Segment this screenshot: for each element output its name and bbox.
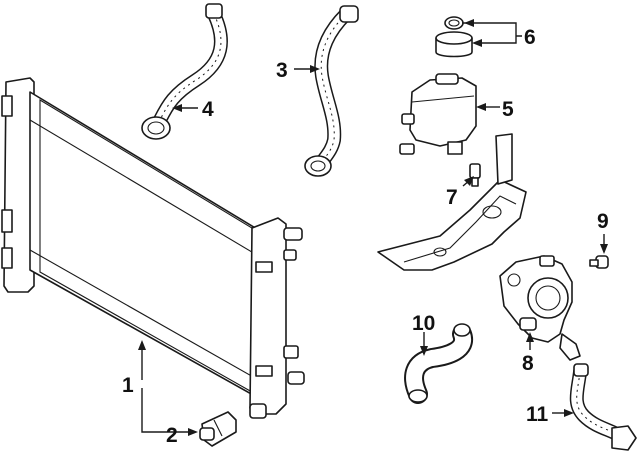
reservoir-cap-and-seal xyxy=(435,16,473,58)
water-pump xyxy=(499,255,581,361)
radiator-hose xyxy=(304,5,359,177)
bolt xyxy=(469,163,481,187)
callout-6: 6 xyxy=(524,26,536,49)
upper-radiator-hose xyxy=(141,3,228,140)
callout-7: 7 xyxy=(446,186,458,209)
callout-11: 11 xyxy=(526,403,549,426)
drain-plug xyxy=(199,411,237,447)
radiator xyxy=(1,77,305,419)
coolant-reservoir xyxy=(399,73,477,155)
pump-bolt xyxy=(589,255,609,269)
callout-2: 2 xyxy=(166,424,178,447)
callout-9: 9 xyxy=(597,210,609,233)
callout-4: 4 xyxy=(202,98,214,121)
callout-10: 10 xyxy=(412,312,435,335)
pump-outlet-hose xyxy=(569,363,637,451)
callout-3: 3 xyxy=(276,59,288,82)
callout-1: 1 xyxy=(122,374,134,397)
callout-8: 8 xyxy=(522,352,534,375)
reservoir-bracket xyxy=(377,133,527,271)
bypass-hose xyxy=(404,323,473,404)
callout-5: 5 xyxy=(502,98,514,121)
leader-lines xyxy=(138,19,608,436)
